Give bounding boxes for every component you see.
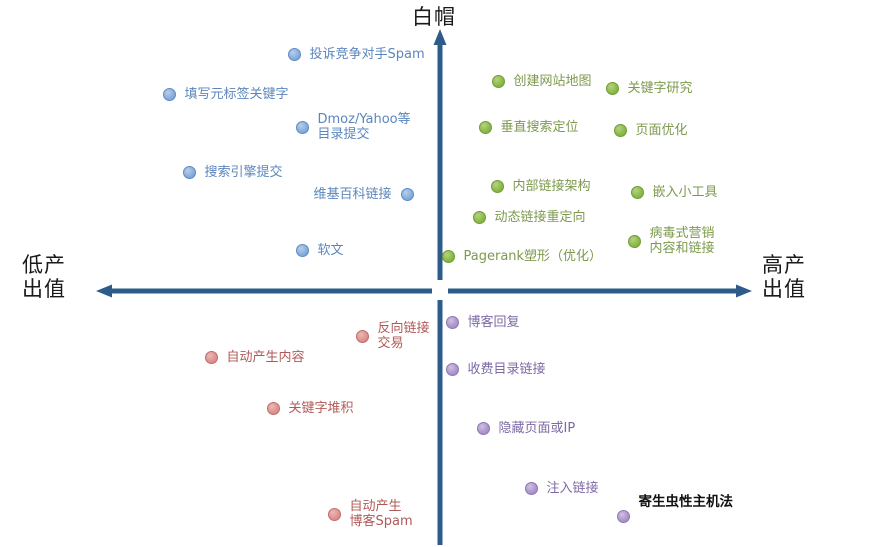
data-point[interactable]: 注入链接 [524, 481, 599, 496]
data-point[interactable]: 自动产生内容 [204, 350, 305, 365]
data-point-marker [445, 316, 459, 330]
vertical-axis-arrowhead [433, 29, 447, 45]
data-point[interactable]: 内部链接架构 [490, 179, 591, 194]
data-point-marker [616, 510, 630, 524]
data-point-label: 内部链接架构 [512, 179, 591, 194]
data-point-label: 隐藏页面或IP [498, 421, 576, 436]
axis-label-top: 白帽 [412, 5, 456, 29]
data-point-marker [441, 250, 455, 264]
data-point-label: 寄生虫性主机法 [638, 494, 734, 510]
data-point-marker [445, 363, 459, 377]
data-point-marker [295, 120, 309, 134]
data-point-marker [182, 166, 196, 180]
data-point-marker [613, 124, 627, 138]
data-point-label: 关键字堆积 [288, 401, 354, 416]
data-point-label: 嵌入小工具 [652, 185, 718, 200]
data-point[interactable]: 收费目录链接 [445, 362, 546, 377]
data-point[interactable]: 嵌入小工具 [630, 185, 718, 200]
data-point-label: 搜索引擎提交 [204, 165, 283, 180]
data-point-label: Dmoz/Yahoo等 目录提交 [317, 112, 411, 143]
data-point-marker [287, 48, 301, 62]
data-point-marker [400, 188, 414, 202]
data-point[interactable]: 创建网站地图 [491, 74, 592, 89]
data-point-label: 博客回复 [467, 315, 520, 330]
data-point[interactable]: 自动产生 博客Spam [327, 499, 413, 530]
data-point[interactable]: 隐藏页面或IP [476, 421, 576, 436]
data-point-marker [472, 211, 486, 225]
data-point-marker [327, 507, 341, 521]
data-point-label: 注入链接 [546, 481, 599, 496]
data-point-label: 自动产生 博客Spam [349, 499, 413, 530]
data-point[interactable]: 页面优化 [613, 123, 688, 138]
data-point[interactable]: 搜索引擎提交 [182, 165, 283, 180]
axis-label-left: 低产 出值 [22, 253, 66, 301]
data-point[interactable]: 软文 [295, 243, 344, 258]
data-point[interactable]: 投诉竞争对手Spam [287, 47, 425, 62]
data-point[interactable]: 寄生虫性主机法 [616, 494, 733, 525]
data-point-label: 垂直搜索定位 [500, 120, 579, 135]
data-point-label: 动态链接重定向 [494, 210, 586, 225]
data-point-marker [266, 402, 280, 416]
horizontal-axis-right-arrowhead [736, 284, 752, 298]
data-point-label: 关键字研究 [627, 81, 693, 96]
data-point-label: 填写元标签关键字 [184, 87, 289, 102]
data-point[interactable]: 垂直搜索定位 [478, 120, 579, 135]
data-point-marker [162, 88, 176, 102]
axis-label-right: 高产 出值 [762, 253, 806, 301]
data-point-marker [204, 351, 218, 365]
data-point[interactable]: 关键字堆积 [266, 401, 354, 416]
data-point[interactable]: 病毒式营销 内容和链接 [627, 226, 715, 257]
data-point[interactable]: 反向链接 交易 [355, 321, 430, 352]
data-point-label: 维基百科链接 [313, 187, 392, 202]
data-point-label: 软文 [317, 243, 344, 258]
data-point[interactable]: 维基百科链接 [313, 187, 414, 202]
data-point-marker [630, 186, 644, 200]
data-point-marker [627, 234, 641, 248]
data-point[interactable]: 动态链接重定向 [472, 210, 586, 225]
data-point[interactable]: Dmoz/Yahoo等 目录提交 [295, 112, 411, 143]
data-point-label: 收费目录链接 [467, 362, 546, 377]
data-point[interactable]: 关键字研究 [605, 81, 693, 96]
data-point-marker [491, 75, 505, 89]
data-point-marker [605, 82, 619, 96]
data-point-marker [355, 329, 369, 343]
data-point-marker [478, 121, 492, 135]
data-point-label: 投诉竞争对手Spam [309, 47, 425, 62]
data-point-marker [476, 422, 490, 436]
data-point-label: 创建网站地图 [513, 74, 592, 89]
data-point[interactable]: 博客回复 [445, 315, 520, 330]
data-point-label: Pagerank塑形（优化） [463, 249, 603, 264]
data-point-label: 页面优化 [635, 123, 688, 138]
data-point-label: 病毒式营销 内容和链接 [649, 226, 715, 257]
data-point[interactable]: 填写元标签关键字 [162, 87, 289, 102]
data-point-marker [295, 244, 309, 258]
data-point-label: 自动产生内容 [226, 350, 305, 365]
data-point-marker [524, 482, 538, 496]
horizontal-axis-left-arrowhead [96, 284, 112, 298]
data-point[interactable]: Pagerank塑形（优化） [441, 249, 603, 264]
data-point-label: 反向链接 交易 [377, 321, 430, 352]
data-point-marker [490, 180, 504, 194]
